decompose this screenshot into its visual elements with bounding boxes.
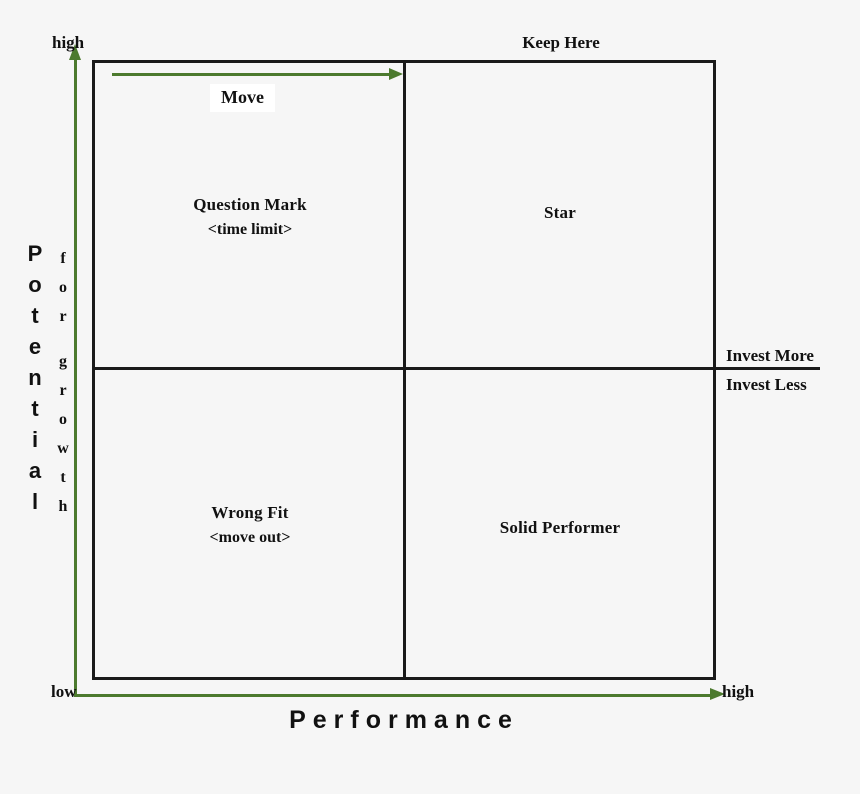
move-arrow-shaft: [112, 73, 392, 76]
x-axis-high-label: high: [722, 682, 755, 701]
y-axis-subtitle-letter-0: f: [60, 250, 66, 267]
x-axis-title-performance: Performance: [289, 706, 519, 734]
y-axis-subtitle-letter-7: t: [60, 469, 66, 486]
move-annotation-label: Move: [210, 84, 275, 112]
y-axis-high-label: high: [52, 33, 85, 52]
keep-here-annotation-label: Keep Here: [522, 33, 600, 52]
matrix-vertical-divider: [403, 60, 406, 680]
y-axis-subtitle-letter-5: o: [59, 411, 67, 428]
y-axis-title-letter-4: n: [28, 365, 42, 390]
y-axis-title-letter-1: o: [28, 272, 42, 297]
y-axis-title-letter-8: l: [31, 489, 39, 514]
invest-less-annotation-label: Invest Less: [726, 375, 807, 394]
quadrant-solid-performer: Solid Performer: [460, 515, 660, 541]
x-axis-arrow-head-icon: [710, 688, 725, 700]
y-axis-arrow-shaft: [74, 58, 77, 696]
y-axis-subtitle-letter-8: h: [58, 498, 68, 515]
quadrant-star-title: Star: [544, 203, 576, 222]
move-arrow-head-icon: [389, 68, 403, 80]
quadrant-question-mark-subtitle: <time limit>: [207, 221, 293, 239]
matrix-horizontal-divider: [92, 367, 820, 370]
quadrant-solid-performer-title: Solid Performer: [499, 518, 621, 537]
invest-more-annotation-label: Invest More: [726, 346, 814, 365]
quadrant-question-mark: Question Mark <time limit>: [150, 192, 350, 243]
y-axis-subtitle-letter-6: w: [57, 440, 69, 457]
y-axis-subtitle-letter-3: g: [59, 353, 67, 370]
quadrant-question-mark-title: Question Mark: [193, 195, 307, 214]
y-axis-title-letter-3: e: [28, 334, 42, 359]
y-axis-subtitle-letter-4: r: [59, 382, 67, 399]
x-axis-arrow-shaft: [74, 694, 714, 697]
y-axis-title-letter-2: t: [31, 303, 39, 328]
x-axis-low-label: low: [51, 682, 77, 701]
y-axis-title-letter-7: a: [28, 458, 42, 483]
y-axis-subtitle-letter-1: o: [59, 279, 67, 296]
y-axis-title-letter-5: t: [31, 396, 39, 421]
y-axis-title-letter-0: P: [27, 241, 43, 266]
y-axis-subtitle-letter-2: r: [59, 308, 67, 325]
quadrant-wrong-fit-title: Wrong Fit: [211, 503, 289, 522]
quadrant-wrong-fit: Wrong Fit <move out>: [150, 500, 350, 551]
quadrant-wrong-fit-subtitle: <move out>: [209, 529, 291, 547]
quadrant-star: Star: [460, 200, 660, 226]
y-axis-title-letter-6: i: [31, 427, 39, 452]
y-axis-arrow-head-icon: [69, 44, 81, 60]
